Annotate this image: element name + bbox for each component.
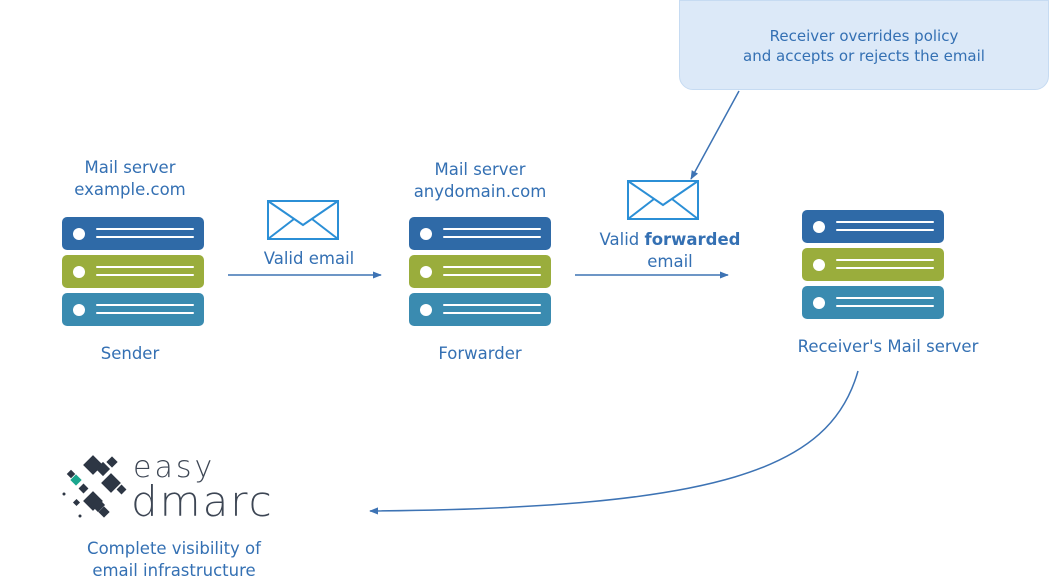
- logo-word-dmarc: dmarc: [131, 477, 274, 526]
- callout-line-2: and accepts or rejects the email: [743, 47, 985, 65]
- logo-caption: Complete visibility of email infrastruct…: [64, 538, 284, 582]
- sender-label: Sender: [100, 344, 160, 363]
- forwarder-label: Forwarder: [438, 344, 522, 363]
- arrow-receiver-to-logo: [369, 370, 859, 515]
- forwarder-server-line-2: anydomain.com: [413, 182, 547, 201]
- arrow-callout-to-envelope: [690, 90, 740, 180]
- policy-callout: Receiver overrides policy and accepts or…: [679, 0, 1049, 90]
- envelope-icon: [627, 180, 699, 220]
- forwarded-prefix: Valid: [599, 230, 645, 249]
- logo-word-easy: easy: [133, 450, 216, 485]
- envelope-icon: [267, 200, 339, 240]
- forwarder-server-title: Mail server anydomain.com: [400, 159, 560, 203]
- forwarded-email-label: Valid forwarded email: [580, 229, 760, 273]
- valid-email-label: Valid email: [263, 249, 355, 268]
- sender-server-title: Mail server example.com: [55, 157, 205, 201]
- easydmarc-logo-icon: [62, 455, 127, 518]
- forwarded-suffix: email: [647, 252, 693, 271]
- receiver-label: Receiver's Mail server: [797, 337, 979, 356]
- logo-caption-line-1: Complete visibility of: [87, 539, 261, 558]
- forwarder-server-line-1: Mail server: [434, 160, 526, 179]
- sender-server-icon: [62, 217, 204, 331]
- receiver-server-icon: [802, 210, 944, 324]
- logo-caption-line-2: email infrastructure: [92, 561, 256, 580]
- forwarded-bold: forwarded: [644, 230, 741, 249]
- sender-server-line-1: Mail server: [84, 158, 176, 177]
- forwarder-server-icon: [409, 217, 551, 331]
- callout-line-1: Receiver overrides policy: [769, 27, 959, 45]
- sender-server-line-2: example.com: [74, 180, 186, 199]
